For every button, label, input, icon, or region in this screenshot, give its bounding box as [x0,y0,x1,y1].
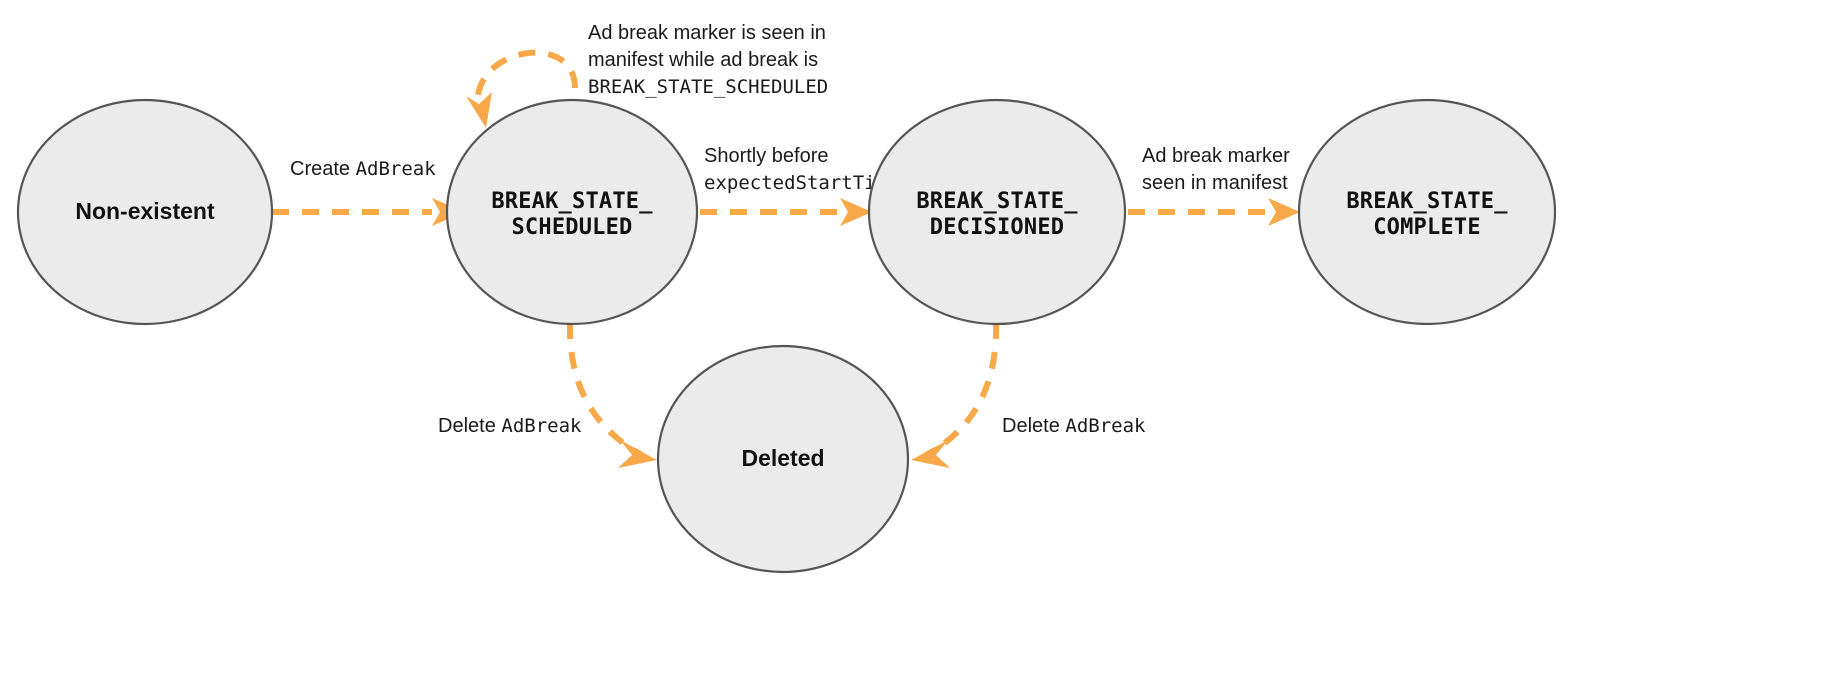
node-break-state-scheduled-label-line2: SCHEDULED [511,215,632,240]
edge-decisioned-to-deleted-arrowhead [911,440,950,468]
node-break-state-decisioned-shape[interactable] [867,98,1127,326]
node-break-state-decisioned-label-line2: DECISIONED [930,215,1064,240]
edge-scheduled-self-loop-arrowhead [466,92,492,128]
edge-scheduled-to-decisioned: Shortly before expectedStartTime [700,145,898,226]
edge-create-adbreak: Create AdBreak [272,158,464,226]
node-break-state-complete-label-line1: BREAK_STATE_ [1346,189,1508,214]
edge-scheduled-to-decisioned-arrowhead [840,198,872,226]
edge-decisioned-to-complete-label: Ad break marker seen in manifest [1142,145,1295,194]
node-deleted-label: Deleted [741,445,824,471]
edge-decisioned-to-complete: Ad break marker seen in manifest [1128,145,1300,226]
node-break-state-complete-label-line2: COMPLETE [1373,215,1481,240]
node-break-state-decisioned[interactable]: BREAK_STATE_ DECISIONED [867,98,1127,326]
edge-decisioned-to-complete-arrowhead [1268,198,1300,226]
node-non-existent[interactable]: Non-existent [16,98,274,326]
edge-scheduled-to-deleted: Delete AdBreak [438,321,657,468]
edge-scheduled-self-loop-line [474,49,578,109]
edge-scheduled-self-loop-label: Ad break marker is seen in manifest whil… [588,22,831,98]
edge-scheduled-to-deleted-arrowhead [618,440,657,468]
node-break-state-decisioned-label-line1: BREAK_STATE_ [916,189,1078,214]
node-break-state-complete-shape[interactable] [1297,98,1557,326]
edge-scheduled-to-decisioned-label: Shortly before expectedStartTime [704,145,898,194]
node-deleted[interactable]: Deleted [656,344,910,574]
node-non-existent-shape[interactable] [16,98,274,326]
node-break-state-scheduled-label-line1: BREAK_STATE_ [491,189,653,214]
edge-decisioned-to-deleted: Delete AdBreak [911,321,1146,468]
edge-scheduled-to-deleted-label: Delete AdBreak [438,415,582,437]
node-break-state-scheduled-shape[interactable] [445,98,699,326]
node-deleted-shape[interactable] [656,344,910,574]
node-non-existent-label: Non-existent [75,198,215,224]
edge-create-adbreak-label: Create AdBreak [290,158,436,180]
node-break-state-scheduled[interactable]: BREAK_STATE_ SCHEDULED [445,98,699,326]
node-break-state-complete[interactable]: BREAK_STATE_ COMPLETE [1297,98,1557,326]
edge-decisioned-to-deleted-line [924,321,1000,458]
edge-decisioned-to-deleted-label: Delete AdBreak [1002,415,1146,437]
edge-scheduled-self-loop: Ad break marker is seen in manifest whil… [466,22,831,128]
